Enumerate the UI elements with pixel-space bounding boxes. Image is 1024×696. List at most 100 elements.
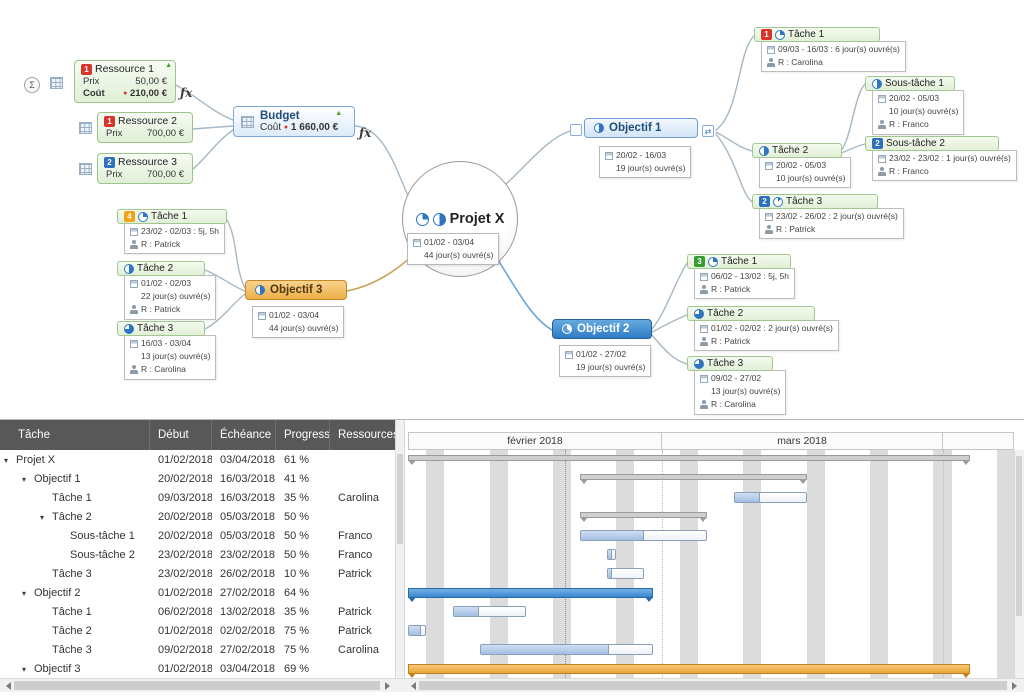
scrollbar-thumb[interactable] xyxy=(14,681,380,690)
topic-objectif-1[interactable]: Objectif 1 xyxy=(584,118,698,138)
gantt-summary-bar[interactable] xyxy=(408,664,970,678)
column-header-ressources[interactable]: Ressources xyxy=(338,429,395,441)
column-header-debut[interactable]: Début xyxy=(150,420,212,450)
scroll-right-icon[interactable] xyxy=(1010,679,1022,692)
topic-sous-tache-2[interactable]: 2 Sous-tâche 2 23/02 - 23/02 : 1 jour(s)… xyxy=(865,136,1017,182)
collapse-triangle-icon[interactable]: ▲ xyxy=(335,110,343,117)
gantt-summary-bar[interactable] xyxy=(580,512,707,522)
topic-title[interactable]: 2 Tâche 3 xyxy=(752,194,878,209)
topic-obj1-tache-2[interactable]: Tâche 2 20/02 - 05/03 10 jour(s) ouvré(s… xyxy=(752,143,852,189)
resource-grid-icon[interactable] xyxy=(79,163,92,175)
resource-grid-icon[interactable] xyxy=(79,122,92,134)
scrollbar-thumb[interactable] xyxy=(397,454,403,544)
person-icon xyxy=(700,336,708,346)
resource-grid-icon[interactable] xyxy=(50,77,63,89)
gantt-summary-bar[interactable] xyxy=(580,474,807,484)
topic-objectif-2[interactable]: Objectif 2 xyxy=(552,319,652,339)
table-vertical-scrollbar[interactable] xyxy=(395,420,405,678)
topic-info: 23/02 - 02/03 : 5j, 5h R : Patrick xyxy=(124,223,225,255)
topic-title[interactable]: 2 Sous-tâche 2 xyxy=(865,136,999,151)
gantt-task-bar[interactable] xyxy=(580,530,707,541)
gantt-task-bar[interactable] xyxy=(607,568,644,579)
progress-fill xyxy=(409,626,422,635)
topic-obj2-tache-1[interactable]: 3 Tâche 1 06/02 - 13/02 : 5j, 5h R : Pat… xyxy=(687,254,795,300)
topic-title[interactable]: 1 Tâche 1 xyxy=(754,27,880,42)
table-cell: 16/03/2018 xyxy=(220,472,276,485)
topic-title[interactable]: Tâche 2 xyxy=(752,143,842,158)
column-header-progression[interactable]: Progressi... xyxy=(276,420,330,450)
expand-caret-icon[interactable]: ▾ xyxy=(22,474,27,484)
gantt-panel: Tâche Début Échéance Progressi... Ressou… xyxy=(0,420,1024,696)
column-header-tache[interactable]: Tâche xyxy=(0,420,150,450)
gantt-summary-bar[interactable] xyxy=(408,455,970,465)
horizontal-scrollbar[interactable] xyxy=(0,678,1024,692)
gantt-task-bar[interactable] xyxy=(453,606,526,617)
table-cell: 61 % xyxy=(284,453,310,466)
resource: R : Patrick xyxy=(141,239,181,250)
task-name-cell: Tâche 3 xyxy=(52,567,92,580)
topic-title[interactable]: Tâche 2 xyxy=(687,306,815,321)
duration: 19 jour(s) ouvré(s) xyxy=(616,163,686,174)
topic-sous-tache-1[interactable]: Sous-tâche 1 20/02 - 05/03 10 jour(s) ou… xyxy=(865,76,965,135)
scrollbar-thumb[interactable] xyxy=(419,681,1007,690)
expand-caret-icon[interactable]: ▾ xyxy=(22,588,27,598)
layout-icon[interactable] xyxy=(570,124,582,136)
scroll-right-icon[interactable] xyxy=(383,679,395,692)
column-header-echeance[interactable]: Échéance xyxy=(212,420,276,450)
priority-2-icon: 2 xyxy=(759,196,770,207)
month-band-february: février 2018 xyxy=(408,432,662,450)
expand-caret-icon[interactable]: ▾ xyxy=(22,664,27,674)
topic-title[interactable]: Tâche 3 xyxy=(117,321,205,336)
scroll-left-icon[interactable] xyxy=(0,679,12,692)
expand-collapse-icon[interactable]: ⇄ xyxy=(702,125,714,137)
expand-caret-icon[interactable]: ▾ xyxy=(4,455,9,465)
gantt-task-bar[interactable] xyxy=(480,644,653,655)
scroll-left-icon[interactable] xyxy=(405,679,417,692)
gantt-task-bar[interactable] xyxy=(408,625,427,636)
collapse-triangle-icon[interactable]: ▲ xyxy=(165,62,172,69)
topic-objectif-3[interactable]: Objectif 3 xyxy=(245,280,347,300)
topic-title[interactable]: 4 Tâche 1 xyxy=(117,209,227,224)
topic-obj3-tache-1[interactable]: 4 Tâche 1 23/02 - 02/03 : 5j, 5h R : Pat… xyxy=(117,209,227,255)
topic-budget[interactable]: ▲ Budget Coût ● 1 660,00 € xyxy=(233,106,355,137)
topic-obj3-tache-3[interactable]: Tâche 3 16/03 - 03/04 13 jour(s) ouvré(s… xyxy=(117,321,217,380)
topic-obj1-tache-3[interactable]: 2 Tâche 3 23/02 - 26/02 : 2 jour(s) ouvr… xyxy=(752,194,904,240)
gantt-task-bar[interactable] xyxy=(607,549,617,560)
gantt-summary-bar[interactable] xyxy=(408,588,653,602)
topic-obj2-tache-3[interactable]: Tâche 3 09/02 - 27/02 13 jour(s) ouvré(s… xyxy=(687,356,787,415)
duration: 10 jour(s) ouvré(s) xyxy=(776,173,846,184)
topic-obj3-tache-2[interactable]: Tâche 2 01/02 - 02/03 22 jour(s) ouvré(s… xyxy=(117,261,217,320)
gantt-vertical-scrollbar[interactable] xyxy=(1014,450,1024,678)
cout-value: 1 660,00 € xyxy=(290,122,339,133)
topic-obj1-tache-1[interactable]: 1 Tâche 1 09/03 - 16/03 : 6 jour(s) ouvr… xyxy=(754,27,906,73)
topic-title[interactable]: Tâche 2 xyxy=(117,261,205,276)
calendar-icon xyxy=(767,45,775,54)
gantt-chart-area[interactable] xyxy=(405,450,1014,678)
sum-function-icon[interactable]: Σ xyxy=(24,77,40,93)
clock-progress-icon xyxy=(708,256,718,267)
gantt-task-bar[interactable] xyxy=(734,492,807,503)
expand-caret-icon[interactable]: ▾ xyxy=(40,512,45,522)
topic-obj2-tache-2[interactable]: Tâche 2 01/02 - 02/02 : 2 jour(s) ouvré(… xyxy=(687,306,839,352)
topic-title[interactable]: Sous-tâche 1 xyxy=(865,76,955,91)
scrollbar-thumb[interactable] xyxy=(1016,456,1022,616)
topic-title[interactable]: 3 Tâche 1 xyxy=(687,254,791,269)
topic-title[interactable]: Tâche 3 xyxy=(687,356,773,371)
topic-info: 09/02 - 27/02 13 jour(s) ouvré(s) R : Ca… xyxy=(694,370,787,415)
